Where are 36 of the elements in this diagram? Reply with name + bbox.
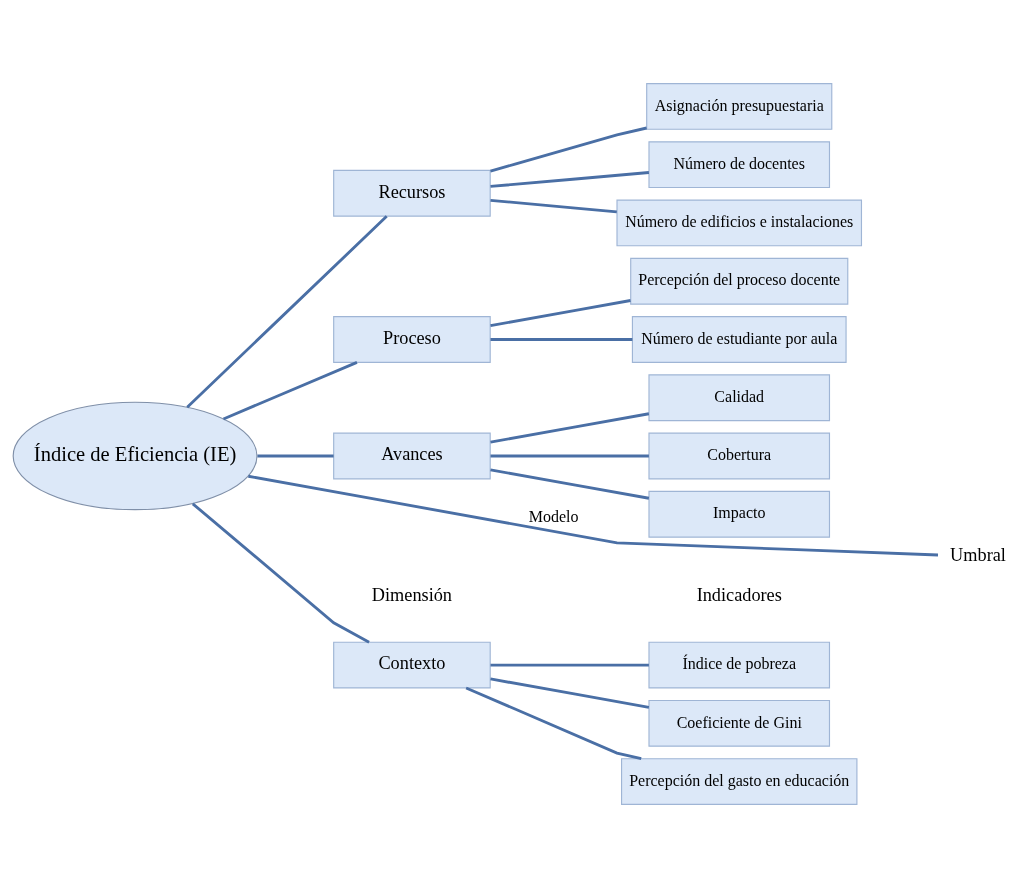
node-box: Asignación presupuestaria: [646, 83, 833, 130]
node-box: Número de edificios e instalaciones: [616, 199, 863, 247]
connector: [465, 686, 642, 761]
node-box: Percepción del proceso docente: [630, 257, 849, 305]
connector: [490, 663, 649, 667]
edge-label: Modelo: [528, 508, 579, 526]
connector: [490, 454, 649, 458]
node-box: Proceso: [333, 316, 491, 363]
connector: [490, 468, 650, 500]
node-box: Cobertura: [648, 432, 831, 480]
connector: [490, 412, 650, 444]
node-box: Percepción del gasto en educación: [621, 758, 858, 805]
node-box: Avances: [333, 432, 491, 480]
label: Dimensión: [371, 584, 453, 605]
node-box: Índice de pobreza: [648, 641, 831, 689]
node-box: Recursos: [333, 169, 491, 217]
node-box: Impacto: [648, 490, 831, 538]
label: Indicadores: [696, 584, 782, 605]
connector: [490, 677, 650, 709]
node-box: Número de docentes: [648, 141, 831, 189]
connector: [490, 198, 617, 214]
node-text: Umbral: [950, 544, 1006, 565]
connector: [490, 338, 633, 341]
node-box: Contexto: [333, 641, 491, 689]
connector: [490, 171, 650, 188]
connector: [248, 474, 939, 557]
connector: [191, 502, 370, 644]
node-box: Coeficiente de Gini: [648, 699, 831, 747]
connector: [186, 215, 388, 409]
node-ellipse: Índice de Eficiencia (IE): [12, 401, 258, 511]
connector: [222, 361, 358, 421]
node-box: Número de estudiante por aula: [631, 316, 847, 363]
connector: [490, 126, 647, 173]
connector: [490, 299, 631, 327]
connector: [257, 454, 334, 458]
node-box: Calidad: [648, 374, 831, 422]
